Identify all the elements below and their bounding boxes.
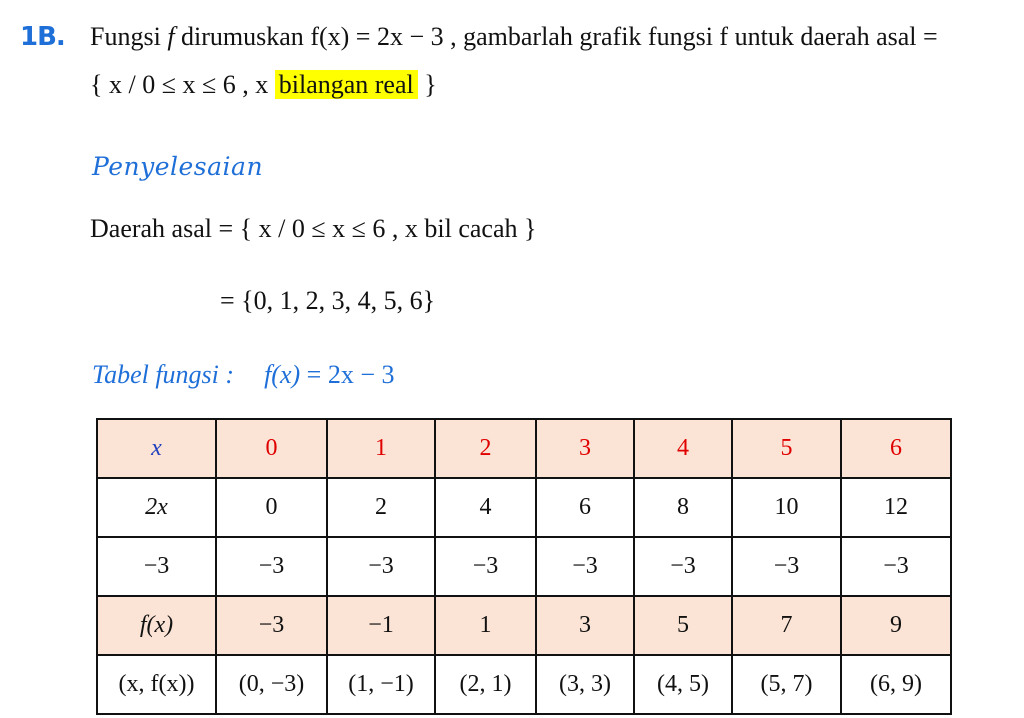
table-cell: 1 [434, 595, 537, 656]
table-cell: 7 [731, 595, 842, 656]
solution-heading: Penyelesaian [92, 152, 264, 181]
table-cell: 12 [840, 477, 952, 538]
table-cell: 5 [731, 418, 842, 479]
domain-definition: Daerah asal = { x / 0 ≤ x ≤ 6 , x bil ca… [90, 214, 537, 243]
statement-suffix: , gambarlah grafik fungsi f untuk daerah… [443, 22, 938, 51]
table-cell: 8 [633, 477, 733, 538]
domain-set: = {0, 1, 2, 3, 4, 5, 6} [220, 286, 436, 315]
table-row-pair-row: (x, f(x))(0, −3)(1, −1)(2, 1)(3, 3)(4, 5… [96, 654, 952, 715]
table-cell: 0 [215, 418, 328, 479]
table-cell: 6 [535, 477, 635, 538]
table-cell: 4 [633, 418, 733, 479]
table-cell: (0, −3) [215, 654, 328, 715]
table-cell: 2 [434, 418, 537, 479]
statement-formula: f(x) = 2x − 3 [310, 22, 444, 51]
statement-prefix: Fungsi [90, 22, 168, 51]
table-cell: 3 [535, 418, 635, 479]
table-title: Tabel fungsi : f(x) = 2x − 3 [92, 360, 394, 390]
table-cell: (5, 7) [731, 654, 842, 715]
table-cell: −3 [840, 536, 952, 597]
domain-set-suffix: } [417, 70, 437, 99]
problem-statement-line2: { x / 0 ≤ x ≤ 6 , x bilangan real } [90, 70, 437, 100]
table-cell: 5 [633, 595, 733, 656]
table-cell: −1 [326, 595, 436, 656]
table-title-formula: = 2x − 3 [300, 360, 395, 389]
table-cell: 3 [535, 595, 635, 656]
row-header: f(x) [96, 595, 217, 656]
table-cell: 2 [326, 477, 436, 538]
table-cell: 0 [215, 477, 328, 538]
table-row-minus3-row: −3−3−3−3−3−3−3−3 [96, 536, 952, 597]
table-cell: (4, 5) [633, 654, 733, 715]
table-cell: 1 [326, 418, 436, 479]
table-cell: 4 [434, 477, 537, 538]
table-cell: −3 [633, 536, 733, 597]
table-cell: −3 [326, 536, 436, 597]
table-cell: −3 [215, 595, 328, 656]
table-cell: (6, 9) [840, 654, 952, 715]
table-cell: −3 [731, 536, 842, 597]
table-cell: 9 [840, 595, 952, 656]
table-title-label: Tabel fungsi : [92, 360, 235, 389]
row-header: −3 [96, 536, 217, 597]
statement-function-name: f [167, 22, 175, 51]
table-cell: (2, 1) [434, 654, 537, 715]
table-cell: (1, −1) [326, 654, 436, 715]
table-cell: 6 [840, 418, 952, 479]
problem-number: 1B. [20, 22, 66, 52]
row-header: (x, f(x)) [96, 654, 217, 715]
table-cell: −3 [535, 536, 635, 597]
problem-statement-line1: Fungsi f dirumuskan f(x) = 2x − 3 , gamb… [90, 22, 938, 52]
table-title-fx: f(x) [264, 360, 301, 389]
table-cell: −3 [434, 536, 537, 597]
row-header: x [96, 418, 217, 479]
table-cell: 10 [731, 477, 842, 538]
domain-set-prefix: { x / 0 ≤ x ≤ 6 , x [90, 70, 275, 99]
statement-mid: dirumuskan [174, 22, 311, 51]
table-cell: −3 [215, 536, 328, 597]
highlighted-text: bilangan real [274, 70, 418, 99]
table-cell: (3, 3) [535, 654, 635, 715]
row-header: 2x [96, 477, 217, 538]
